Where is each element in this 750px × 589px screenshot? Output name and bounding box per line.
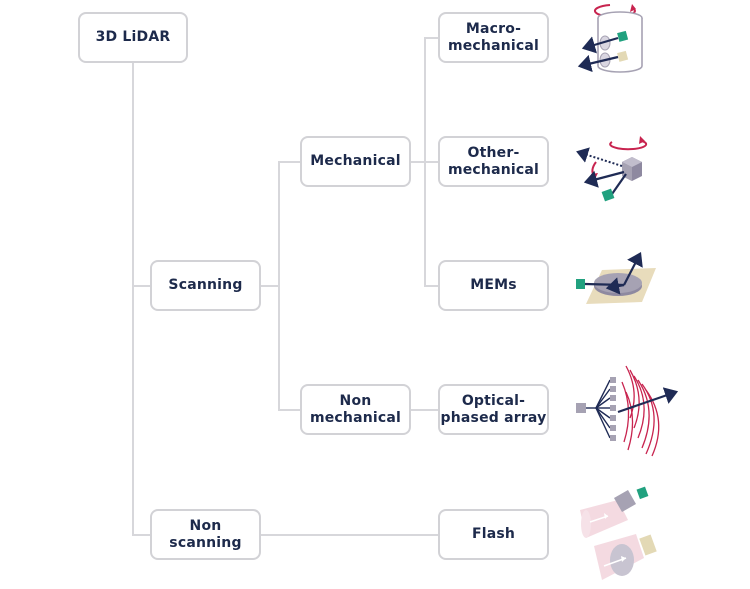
node-mechanical: Mechanical [300,136,411,187]
node-label: Scanning [168,277,243,293]
rotating-cube-mirror-icon [576,136,648,202]
node-mems: MEMs [438,260,549,311]
connector-non-mechanical-to-opa [410,409,439,411]
connector-to-other-mechanical [424,161,439,163]
node-non-mechanical: Non mechanical [300,384,411,435]
flash-illumination-icon [580,486,657,580]
node-macro-mechanical: Macro- mechanical [438,12,549,63]
connector-scanning-out [260,285,279,287]
connector-to-macro-mechanical [424,37,439,39]
rotating-cylinder-icon [577,4,643,73]
mems-mirror-icon [576,252,656,304]
connector-scanning-trunk [278,161,280,411]
connector-non-scanning-to-flash [260,534,439,536]
connector-root-trunk [132,62,134,536]
node-label: Non scanning [169,517,242,551]
node-scanning: Scanning [150,260,261,311]
node-label: 3D LiDAR [95,29,171,45]
node-3d-lidar: 3D LiDAR [78,12,188,63]
node-label: Mechanical [310,153,401,169]
node-label: Optical- phased array [440,392,547,426]
node-optical-phased-array: Optical- phased array [438,384,549,435]
node-label: Non mechanical [309,392,402,426]
node-label: Macro- mechanical [447,20,540,54]
node-flash: Flash [438,509,549,560]
node-label: Other- mechanical [447,144,540,178]
node-label: Flash [471,526,516,542]
connector-to-scanning [132,285,151,287]
connector-mechanical-out [410,161,425,163]
node-other-mechanical: Other- mechanical [438,136,549,187]
node-label: MEMs [470,277,517,293]
node-non-scanning: Non scanning [150,509,261,560]
connector-to-mems [424,285,439,287]
connector-to-mechanical [278,161,301,163]
connector-to-non-scanning [132,534,151,536]
connector-to-non-mechanical [278,409,301,411]
phased-array-wavefront-icon [576,365,679,457]
